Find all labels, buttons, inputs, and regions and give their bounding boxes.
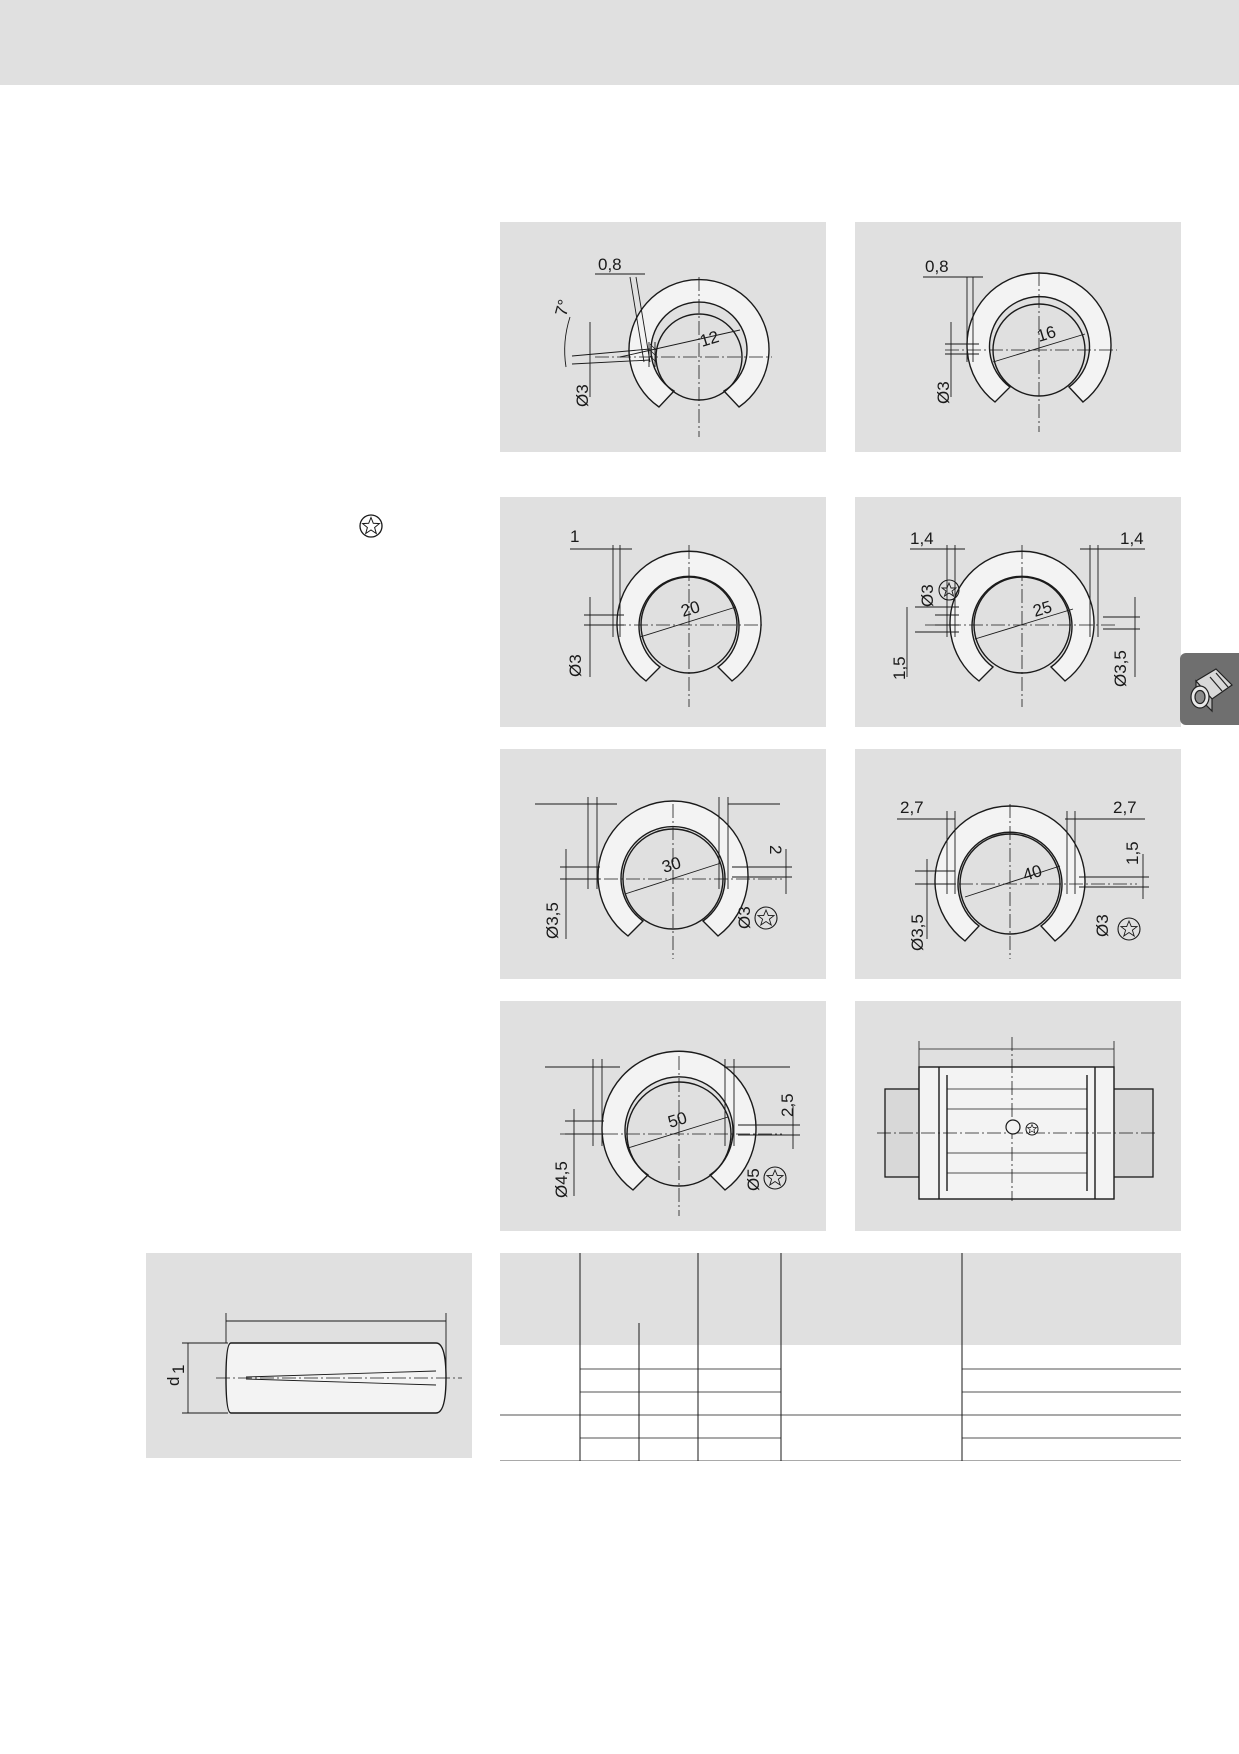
- slot-width-label: 0,8: [925, 257, 949, 276]
- header-band: [0, 0, 1239, 85]
- bore-label: 12: [698, 327, 722, 351]
- table-header: [500, 1253, 1181, 1345]
- hole-right-label: Ø3: [735, 906, 754, 929]
- figure-bore-20: 1 20 Ø3: [500, 497, 826, 727]
- star-icon: [938, 579, 960, 601]
- hole-label: Ø3: [934, 381, 953, 404]
- star-icon: [1117, 917, 1141, 941]
- figure-side-view: [855, 1001, 1181, 1231]
- bore-label: 20: [679, 597, 703, 621]
- section-tab[interactable]: [1180, 653, 1239, 725]
- figure-bore-12: 0,8 12 7° Ø3: [500, 222, 826, 452]
- pin-diameter-subscript: 1: [169, 1365, 188, 1374]
- offset-label: 2,5: [778, 1093, 797, 1117]
- angle-label: 7°: [552, 297, 575, 318]
- hole-right-label: Ø3,5: [1111, 650, 1130, 687]
- slot-right-label: 1,4: [1120, 529, 1144, 548]
- bore-label: 40: [1021, 861, 1045, 885]
- figure-bore-25: 1,4 1,4 25 Ø3 1,5 Ø3,5: [855, 497, 1181, 727]
- slot-width-label: 0,8: [598, 255, 622, 274]
- hole-left-label: Ø4,5: [552, 1161, 571, 1198]
- hole-left-label: Ø3,5: [908, 914, 927, 951]
- slot-right-label: 2,7: [1113, 798, 1137, 817]
- dimension-table: [500, 1253, 1181, 1461]
- slot-left-label: 1,4: [910, 529, 934, 548]
- offset-label: 2: [766, 845, 785, 854]
- figure-bore-30: 30 Ø3,5 2 Ø3: [500, 749, 826, 979]
- figure-bore-40: 2,7 2,7 40 Ø3,5 1,5 Ø3: [855, 749, 1181, 979]
- offset-label: 1,5: [1123, 841, 1142, 865]
- figure-bore-16: 0,8 16 Ø3: [855, 222, 1181, 452]
- linear-bushing-icon: [1190, 668, 1233, 713]
- hole-label: Ø3: [566, 654, 585, 677]
- slot-width-label: 1: [570, 527, 579, 546]
- figure-bore-50: 50 Ø4,5 2,5 Ø5: [500, 1001, 826, 1231]
- star-icon: [754, 906, 778, 930]
- star-icon: [1025, 1122, 1039, 1136]
- hole-left-label: Ø3: [918, 584, 937, 607]
- star-icon: [359, 514, 383, 538]
- star-icon: [763, 1166, 787, 1190]
- bore-label: 16: [1035, 322, 1059, 346]
- hole-label: Ø3: [573, 384, 592, 407]
- offset-label: 1,5: [890, 656, 909, 680]
- bore-label: 50: [666, 1108, 690, 1132]
- bore-label: 25: [1031, 597, 1055, 621]
- figure-pin: d 1: [146, 1253, 472, 1458]
- hole-left-label: Ø3,5: [543, 902, 562, 939]
- slot-left-label: 2,7: [900, 798, 924, 817]
- hole-right-label: Ø5: [744, 1168, 763, 1191]
- bore-label: 30: [660, 853, 684, 877]
- pin-diameter-label: d: [164, 1377, 183, 1386]
- hole-right-label: Ø3: [1093, 914, 1112, 937]
